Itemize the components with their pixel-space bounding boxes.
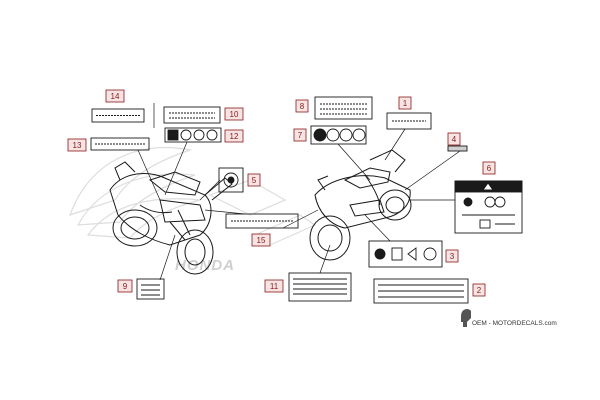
decal-10	[163, 106, 221, 124]
callout-number: 13	[73, 141, 82, 150]
callout-14[interactable]: 14	[105, 89, 125, 103]
decal-8	[314, 96, 373, 120]
decal-6	[454, 180, 523, 234]
callout-1[interactable]: 1	[398, 96, 412, 110]
decal-13	[90, 137, 150, 151]
callout-number: 6	[487, 164, 492, 173]
callout-number: 10	[230, 110, 239, 119]
watermark: OEM - MOTORDECALS.com	[461, 308, 557, 327]
callout-8[interactable]: 8	[295, 99, 309, 113]
callout-2[interactable]: 2	[472, 283, 486, 297]
background-wing-logo	[69, 146, 317, 246]
decal-3	[368, 240, 443, 268]
decal-12	[164, 127, 222, 143]
callout-15[interactable]: 15	[251, 233, 271, 247]
callout-number: 12	[230, 132, 239, 141]
decal-4	[447, 145, 468, 152]
callout-10[interactable]: 10	[224, 107, 244, 121]
callout-number: 14	[111, 92, 120, 101]
leader-lines	[137, 103, 461, 281]
callout-number: 3	[450, 252, 455, 261]
callout-number: 1	[403, 99, 408, 108]
callout-number: 11	[270, 282, 279, 291]
decal-14	[91, 108, 145, 123]
callout-number: 7	[298, 131, 303, 140]
decal-7	[310, 125, 367, 145]
helmet-icon	[461, 308, 471, 327]
brand-text: HONDA	[175, 257, 235, 274]
decal-1	[386, 112, 432, 130]
decal-5	[218, 167, 244, 193]
decal-2	[373, 278, 469, 304]
callout-4[interactable]: 4	[447, 132, 461, 146]
callout-number: 2	[477, 286, 482, 295]
callout-6[interactable]: 6	[482, 161, 496, 175]
callout-9[interactable]: 9	[117, 279, 133, 293]
callout-11[interactable]: 11	[264, 279, 284, 293]
decal-9	[136, 278, 165, 300]
callout-number: 8	[300, 102, 305, 111]
watermark-text: OEM - MOTORDECALS.com	[472, 320, 557, 327]
decal-15	[225, 213, 299, 229]
wing-logo-icon	[69, 146, 317, 246]
callout-number: 15	[257, 236, 266, 245]
callout-13[interactable]: 13	[67, 138, 87, 152]
callout-number: 5	[252, 176, 257, 185]
callout-3[interactable]: 3	[445, 249, 459, 263]
decal-11	[288, 272, 352, 302]
callout-7[interactable]: 7	[293, 128, 307, 142]
callout-number: 9	[123, 282, 128, 291]
callout-number: 4	[452, 135, 457, 144]
callout-5[interactable]: 5	[247, 173, 261, 187]
left-motorcycle	[109, 161, 233, 275]
callout-12[interactable]: 12	[224, 129, 244, 143]
right-motorcycle	[309, 149, 412, 261]
